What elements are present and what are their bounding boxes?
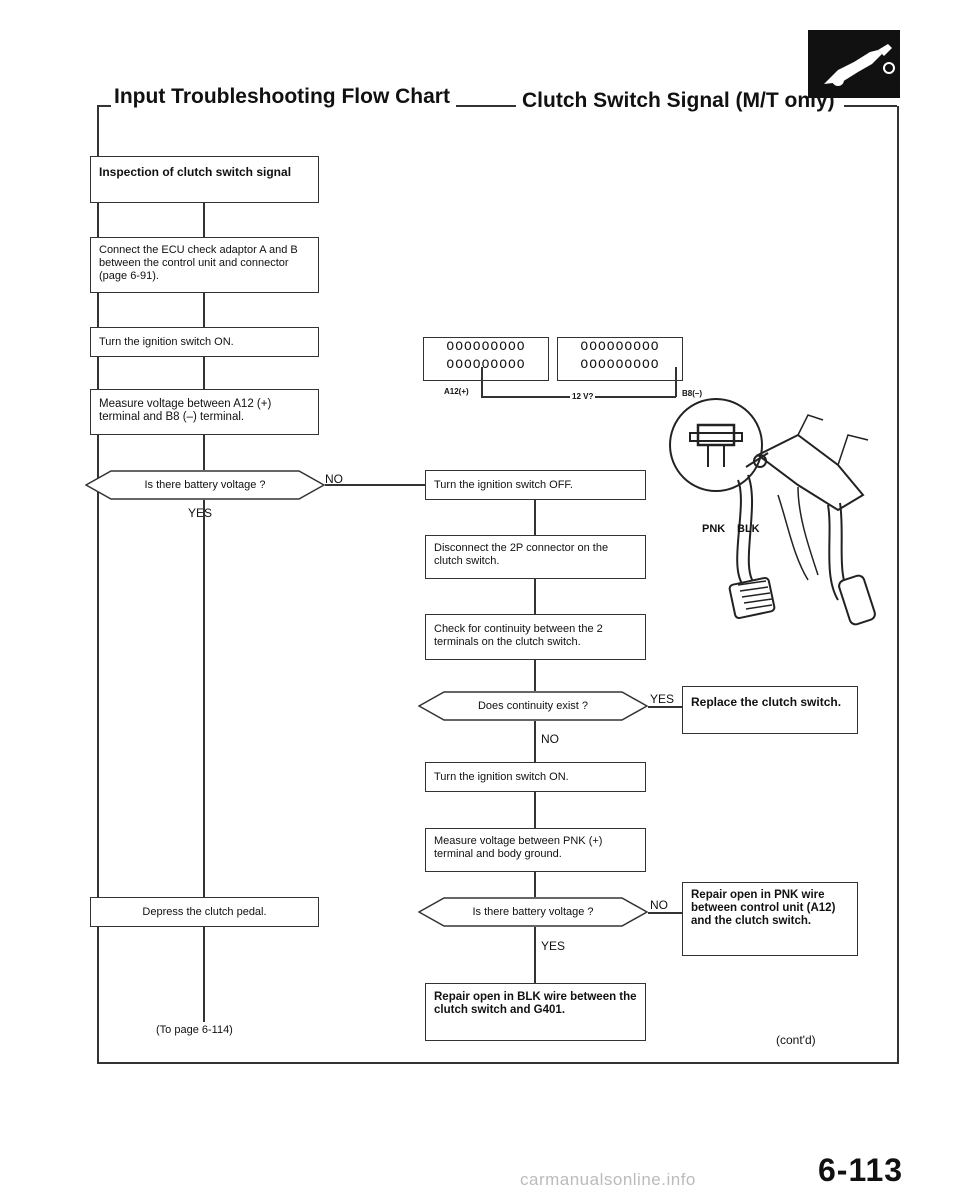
connector-line xyxy=(648,706,682,708)
connector-line xyxy=(203,357,205,389)
step-ignition-off-text: Turn the ignition switch OFF. xyxy=(434,479,573,491)
step-connect-adaptor: Connect the ECU check adaptor A and B be… xyxy=(90,237,319,293)
content-frame xyxy=(97,106,899,1064)
step-replace-switch: Replace the clutch switch. xyxy=(682,686,858,734)
step-replace-switch-text: Replace the clutch switch. xyxy=(691,695,842,709)
connector-line xyxy=(534,721,536,762)
step-repair-pnk: Repair open in PNK wire between control … xyxy=(682,882,858,956)
connector-line xyxy=(648,912,682,914)
step-repair-pnk-text: Repair open in PNK wire between control … xyxy=(691,889,836,927)
title-rule-left xyxy=(97,105,111,107)
title-rule-right xyxy=(844,105,897,107)
step-measure-pnk: Measure voltage between PNK (+) terminal… xyxy=(425,828,646,872)
step-disconnect-2p: Disconnect the 2P connector on the clutc… xyxy=(425,535,646,579)
decision-battery-voltage: Is there battery voltage ? xyxy=(85,470,325,500)
ecu-connector-a: OOOOOOOOO OOOOOOOOO xyxy=(423,337,549,381)
decision-shape xyxy=(418,897,648,927)
label-no: NO xyxy=(650,898,668,912)
watermark: carmanualsonline.info xyxy=(520,1170,696,1189)
step-inspection-text: Inspection of clutch switch signal xyxy=(99,165,292,179)
connector-line xyxy=(534,872,536,897)
connector-a-row-1: OOOOOOOOO xyxy=(446,339,526,354)
step-connect-adaptor-text: Connect the ECU check adaptor A and B be… xyxy=(99,244,298,282)
connector-line xyxy=(534,579,536,614)
decision-continuity: Does continuity exist ? xyxy=(418,691,648,721)
step-measure-a12-b8: Measure voltage between A12 (+) terminal… xyxy=(90,389,319,435)
step-disconnect-2p-text: Disconnect the 2P connector on the clutc… xyxy=(434,542,609,567)
clutch-pedal-illustration xyxy=(669,398,876,626)
connector-line xyxy=(534,660,536,691)
label-no: NO xyxy=(325,472,343,486)
decision-battery-voltage-text: Is there battery voltage ? xyxy=(144,479,266,491)
a12-terminal-label: A12(+) xyxy=(444,387,469,396)
continued-note: (cont'd) xyxy=(776,1033,816,1047)
connector-line xyxy=(534,500,536,535)
decision-battery-voltage-2: Is there battery voltage ? xyxy=(418,897,648,927)
step-ignition-on: Turn the ignition switch ON. xyxy=(90,327,319,357)
decision-battery-voltage-2-text: Is there battery voltage ? xyxy=(472,906,594,918)
step-depress-pedal: Depress the clutch pedal. xyxy=(90,897,319,927)
label-yes: YES xyxy=(650,692,675,706)
step-ignition-on-text: Turn the ignition switch ON. xyxy=(99,336,234,348)
step-ignition-off: Turn the ignition switch OFF. xyxy=(425,470,646,500)
step-measure-pnk-text: Measure voltage between PNK (+) terminal… xyxy=(434,835,603,860)
connector-line xyxy=(203,203,205,237)
connector-b-row-2: OOOOOOOOO xyxy=(580,357,660,372)
fuel-nozzle-icon xyxy=(808,30,900,98)
decision-shape xyxy=(85,470,325,500)
connector-a-row-2: OOOOOOOOO xyxy=(446,357,526,372)
page-title: Input Troubleshooting Flow Chart xyxy=(114,85,450,108)
page-number: 6-113 xyxy=(818,1152,904,1188)
label-no: NO xyxy=(541,732,559,746)
probe-line-a12 xyxy=(481,367,483,397)
voltage-label: 12 V? xyxy=(570,392,596,401)
connector-b-row-1: OOOOOOOOO xyxy=(580,339,660,354)
step-measure-a12-b8-text: Measure voltage between A12 (+) terminal… xyxy=(99,398,272,423)
title-rule-middle xyxy=(456,105,516,107)
page-subtitle: Clutch Switch Signal (M/T only) xyxy=(522,89,835,112)
connector-line xyxy=(534,792,536,828)
step-ignition-on-2: Turn the ignition switch ON. xyxy=(425,762,646,792)
decision-shape xyxy=(418,691,648,721)
step-inspection: Inspection of clutch switch signal xyxy=(90,156,319,203)
step-check-continuity: Check for continuity between the 2 termi… xyxy=(425,614,646,660)
ecu-connector-b: OOOOOOOOO OOOOOOOOO xyxy=(557,337,683,381)
b8-terminal-label: B8(–) xyxy=(682,389,703,398)
connector-line xyxy=(203,500,205,897)
step-depress-pedal-text: Depress the clutch pedal. xyxy=(142,906,267,918)
step-repair-blk: Repair open in BLK wire between the clut… xyxy=(425,983,646,1041)
connector-line xyxy=(534,927,536,983)
label-yes: YES xyxy=(188,506,213,520)
probe-line-b8 xyxy=(675,367,677,397)
label-yes: YES xyxy=(541,939,566,953)
step-repair-blk-text: Repair open in BLK wire between the clut… xyxy=(434,991,637,1016)
connector-line xyxy=(203,293,205,327)
step-ignition-on-2-text: Turn the ignition switch ON. xyxy=(434,771,569,783)
blk-wire-label: BLK xyxy=(737,523,760,535)
pnk-wire-label: PNK xyxy=(702,523,726,535)
connector-line xyxy=(325,484,425,486)
step-check-continuity-text: Check for continuity between the 2 termi… xyxy=(434,623,603,648)
connector-line xyxy=(203,435,205,470)
decision-continuity-text: Does continuity exist ? xyxy=(477,700,589,712)
to-page-note: (To page 6-114) xyxy=(156,1024,233,1036)
connector-line xyxy=(203,927,205,1022)
